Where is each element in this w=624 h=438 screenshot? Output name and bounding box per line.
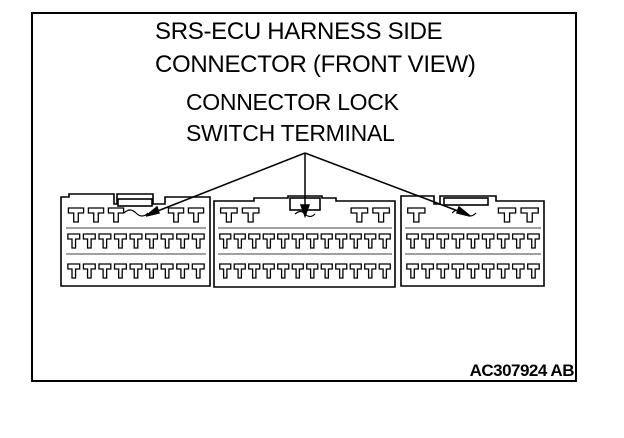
terminal-cavity: [129, 233, 143, 249]
terminal-cavity: [436, 263, 450, 279]
connector-right: [400, 195, 545, 287]
connector-right-terminals: [405, 207, 541, 279]
terminal-cavity: [350, 207, 369, 223]
terminal-cavity: [191, 263, 205, 279]
terminal-cavity: [306, 233, 319, 249]
terminal-cavity: [144, 263, 159, 279]
terminal-cavity: [167, 207, 185, 223]
arrow-left-head: [145, 205, 160, 217]
terminal-cavity: [219, 263, 232, 279]
terminal-cavity: [335, 233, 348, 249]
terminal-cavity: [349, 233, 362, 249]
terminal-cavity: [233, 263, 246, 279]
terminal-cavity: [67, 233, 81, 249]
terminal-cavity: [87, 207, 105, 223]
terminal-cavity: [511, 263, 525, 279]
terminal-cavity: [497, 207, 517, 223]
callout-arrows: [145, 152, 471, 219]
terminal-cavity: [451, 263, 465, 279]
terminal-cavity: [291, 233, 304, 249]
terminal-cavity: [451, 233, 465, 249]
connector-left-terminals: [66, 207, 206, 279]
terminal-cavity: [378, 233, 391, 249]
terminal-cavity: [113, 233, 128, 249]
terminal-cavity: [67, 207, 85, 223]
terminal-cavity: [481, 233, 495, 249]
connector-center: [213, 195, 396, 288]
terminal-cavity: [98, 233, 112, 249]
terminal-cavity: [176, 263, 190, 279]
terminal-cavity: [349, 263, 362, 279]
terminal-cavity: [335, 263, 348, 279]
terminal-cavity: [378, 263, 391, 279]
terminal-cavity: [527, 263, 540, 279]
terminal-cavity: [191, 233, 205, 249]
terminal-cavity: [160, 263, 174, 279]
terminal-cavity: [527, 233, 540, 249]
figure-title-line-1: SRS-ECU HARNESS SIDE: [155, 18, 443, 45]
terminal-cavity: [82, 233, 96, 249]
arrow-right-head: [456, 205, 471, 217]
figure-title-line-2: CONNECTOR (FRONT VIEW): [155, 51, 476, 78]
terminal-cavity: [372, 207, 391, 223]
terminal-cavity: [421, 263, 435, 279]
terminal-cavity: [262, 233, 275, 249]
terminal-cavity: [306, 263, 319, 279]
figure-frame: [31, 12, 577, 382]
terminal-cavity: [466, 263, 480, 279]
terminal-cavity: [421, 233, 435, 249]
terminal-cavity: [144, 233, 159, 249]
terminal-cavity: [496, 263, 510, 279]
terminal-cavity: [82, 263, 96, 279]
terminal-cavity: [113, 263, 128, 279]
terminal-cavity: [233, 233, 246, 249]
terminal-cavity: [496, 233, 510, 249]
terminal-cavity: [262, 263, 275, 279]
terminal-cavity: [407, 207, 426, 223]
terminal-cavity: [406, 233, 419, 249]
terminal-cavity: [98, 263, 112, 279]
terminal-cavity: [364, 233, 377, 249]
terminal-cavity: [67, 263, 81, 279]
arrow-left: [149, 152, 306, 215]
terminal-cavity: [406, 263, 419, 279]
terminal-cavity: [436, 233, 450, 249]
terminal-cavity: [277, 263, 290, 279]
terminal-cavity: [129, 263, 143, 279]
terminal-cavity: [176, 233, 190, 249]
terminal-cavity: [511, 233, 525, 249]
connector-left: [60, 193, 211, 287]
terminal-cavity: [187, 207, 205, 223]
terminal-cavity: [520, 207, 539, 223]
terminal-cavity: [277, 233, 290, 249]
terminal-cavity: [466, 233, 480, 249]
terminal-cavity: [364, 263, 377, 279]
arrow-right: [304, 152, 467, 215]
terminal-cavity: [248, 233, 261, 249]
terminal-cavity: [241, 207, 260, 223]
terminal-cavity: [320, 233, 333, 249]
terminal-cavity: [107, 207, 125, 223]
terminal-cavity: [219, 207, 238, 223]
terminal-cavity: [219, 233, 232, 249]
connector-center-terminals: [218, 207, 392, 279]
figure-code: AC307924 AB: [469, 361, 575, 380]
terminal-cavity: [248, 263, 261, 279]
callout-label-line-2: SWITCH TERMINAL: [186, 120, 395, 146]
callout-label-line-1: CONNECTOR LOCK: [186, 89, 399, 115]
terminal-cavity: [320, 263, 333, 279]
terminal-cavity: [481, 263, 495, 279]
terminal-cavity: [291, 263, 304, 279]
terminal-cavity: [160, 233, 174, 249]
